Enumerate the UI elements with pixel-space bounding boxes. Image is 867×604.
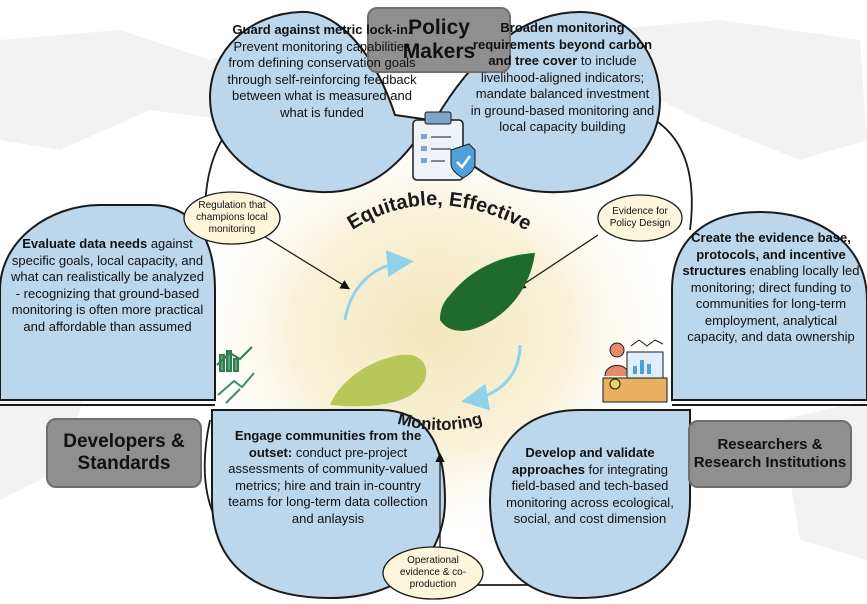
connector-operational: Operational evidence & co-production	[399, 555, 467, 590]
researcher-dashboard-icon	[602, 339, 668, 403]
role-developers: Developers & Standards	[46, 418, 202, 488]
card-policy-left: Guard against metric lock-in. Prevent mo…	[227, 22, 417, 120]
policy-left-petal	[208, 10, 432, 194]
dev-top-petal	[0, 204, 216, 401]
data-analytics-hands-icon	[216, 346, 255, 404]
operational-oval	[382, 546, 484, 600]
regulation-oval	[183, 191, 281, 245]
role-policy-makers: Policy Makers	[367, 7, 511, 73]
res-top-petal	[671, 210, 867, 401]
role-policy-label: Policy Makers	[402, 16, 476, 63]
card-dev-top: Evaluate data needs against specific goa…	[11, 236, 204, 334]
card-res-top: Create the evidence base, protocols, and…	[682, 230, 860, 344]
card-policy-right: Broaden monitoring requirements beyond c…	[470, 20, 655, 134]
arrow-evidence	[515, 234, 599, 290]
policy-document-shield-icon	[412, 111, 476, 181]
connector-regulation: Regulation that champions local monitori…	[196, 200, 268, 235]
connector-evidence: Evidence for Policy Design	[609, 206, 671, 229]
arrow-regulation	[261, 234, 351, 290]
evidence-oval	[597, 194, 683, 242]
role-researchers-label: Researchers & Research Institutions	[693, 436, 847, 471]
card-res-bottom: Develop and validate approaches for inte…	[506, 445, 674, 526]
leaf-cycle-icon	[330, 250, 535, 411]
role-developers-label: Developers & Standards	[63, 431, 185, 474]
res-bottom-petal	[488, 409, 691, 600]
role-researchers: Researchers & Research Institutions	[688, 420, 852, 488]
card-dev-bottom: Engage communities from the outset: cond…	[228, 428, 428, 526]
